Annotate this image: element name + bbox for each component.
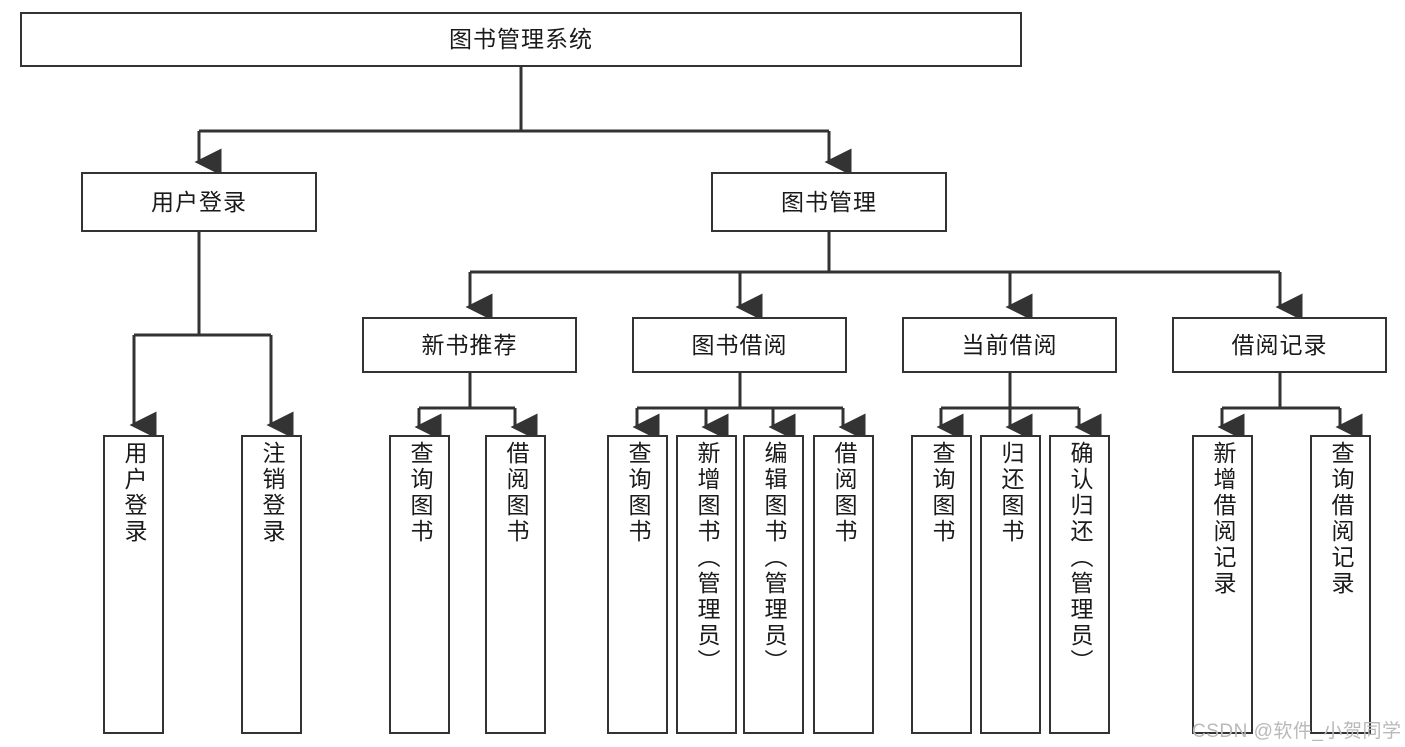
node-label: 编辑图书（管理员） <box>761 441 787 675</box>
node-label: 查询图书 <box>625 441 651 545</box>
node-label: 图书借阅 <box>691 331 788 358</box>
node-root-library-system[interactable]: 图书管理系统 <box>20 12 1022 67</box>
node-label: 借阅图书 <box>503 441 529 545</box>
leaf-confirm-return-admin[interactable]: 确认归还（管理员） <box>1049 435 1110 734</box>
leaf-borrow-book[interactable]: 借阅图书 <box>813 435 874 734</box>
node-label: 查询借阅记录 <box>1328 441 1354 597</box>
node-label: 归还图书 <box>998 441 1024 545</box>
leaf-query-book-current[interactable]: 查询图书 <box>911 435 972 734</box>
node-label: 新增借阅记录 <box>1210 441 1236 597</box>
leaf-query-book-borrow[interactable]: 查询图书 <box>607 435 668 734</box>
leaf-add-borrow-record[interactable]: 新增借阅记录 <box>1192 435 1253 734</box>
node-label: 借阅图书 <box>831 441 857 545</box>
leaf-edit-book-admin[interactable]: 编辑图书（管理员） <box>743 435 804 734</box>
node-user-login[interactable]: 用户登录 <box>81 172 317 232</box>
node-label: 查询图书 <box>407 441 433 545</box>
leaf-query-borrow-record[interactable]: 查询借阅记录 <box>1310 435 1371 734</box>
node-label: 借阅记录 <box>1231 331 1328 358</box>
node-current-borrow[interactable]: 当前借阅 <box>902 317 1117 373</box>
node-label: 新书推荐 <box>421 331 518 358</box>
node-label: 查询图书 <box>929 441 955 545</box>
node-label: 确认归还（管理员） <box>1067 441 1093 675</box>
leaf-query-book-recommend[interactable]: 查询图书 <box>389 435 450 734</box>
node-label: 图书管理 <box>781 188 877 215</box>
leaf-borrow-book-recommend[interactable]: 借阅图书 <box>485 435 546 734</box>
node-label: 用户登录 <box>151 188 247 215</box>
node-label: 新增图书（管理员） <box>694 441 720 675</box>
node-book-management[interactable]: 图书管理 <box>711 172 947 232</box>
leaf-user-login[interactable]: 用户登录 <box>103 435 164 734</box>
node-label: 图书管理系统 <box>449 26 593 53</box>
leaf-logout[interactable]: 注销登录 <box>241 435 302 734</box>
node-label: 当前借阅 <box>961 331 1058 358</box>
node-label: 注销登录 <box>259 441 285 545</box>
leaf-add-book-admin[interactable]: 新增图书（管理员） <box>676 435 737 734</box>
node-label: 用户登录 <box>121 441 147 545</box>
watermark: CSDN @软件_小贺同学 <box>1192 721 1402 742</box>
leaf-return-book[interactable]: 归还图书 <box>980 435 1041 734</box>
node-new-book-recommend[interactable]: 新书推荐 <box>362 317 577 373</box>
node-book-borrow[interactable]: 图书借阅 <box>632 317 847 373</box>
node-borrow-record[interactable]: 借阅记录 <box>1172 317 1387 373</box>
